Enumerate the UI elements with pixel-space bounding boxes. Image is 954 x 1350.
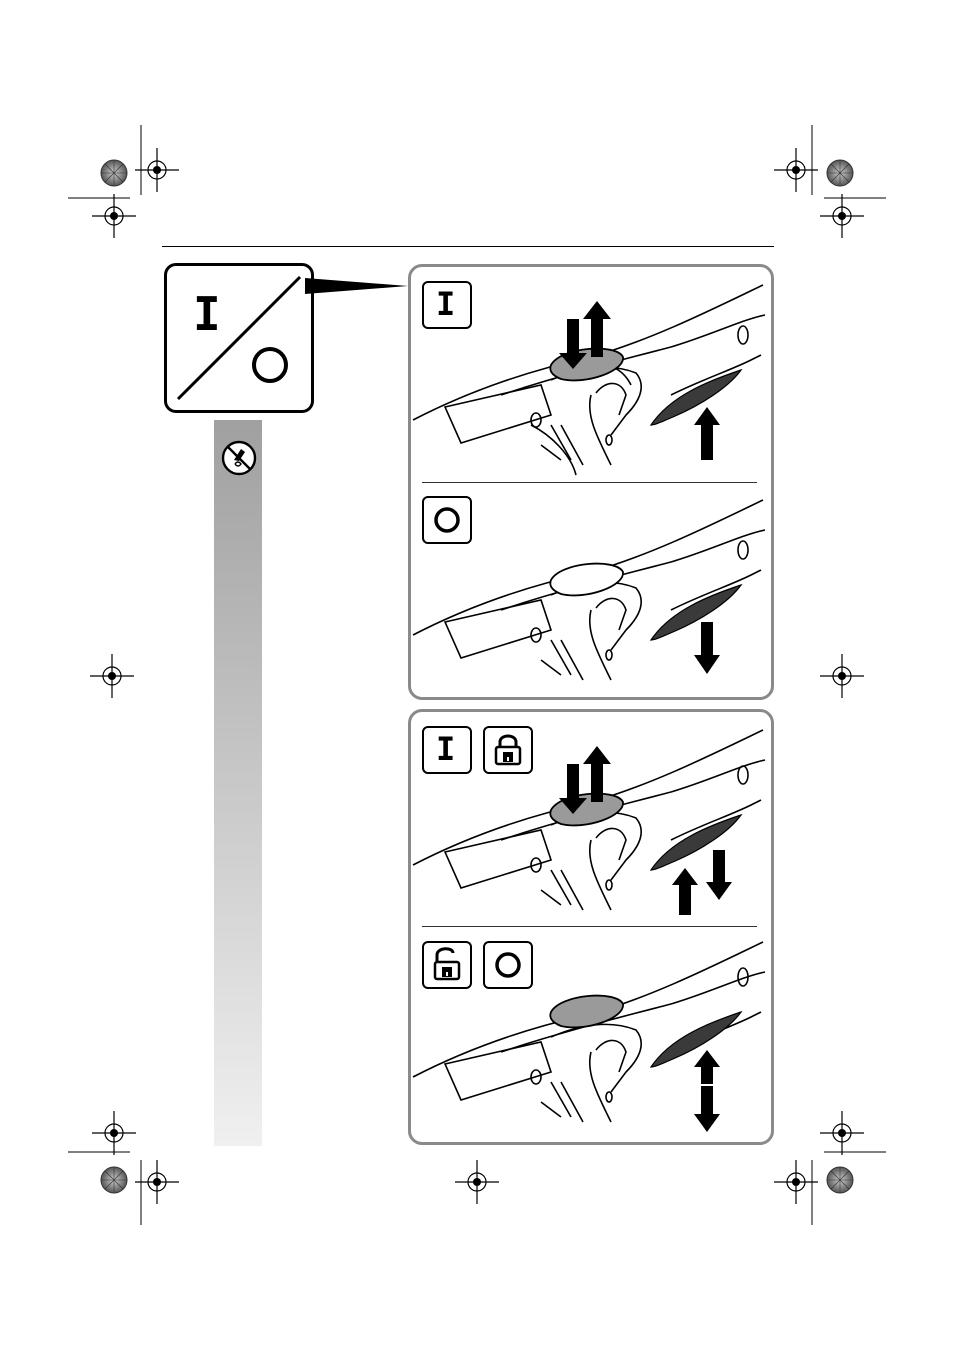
no-water-icon [221,440,257,476]
registration-mark-icon [92,1111,136,1155]
tool-illustration-off [411,490,767,694]
registration-mark-icon [774,148,818,192]
color-target-icon [827,1167,853,1193]
trigger [651,815,741,870]
trigger [651,1012,741,1067]
registration-mark-icon [135,148,179,192]
registration-mark-icon [455,1160,499,1204]
registration-mark-icon [92,194,136,238]
color-target-icon [101,1167,127,1193]
trigger [651,585,741,640]
registration-mark-icon [774,1160,818,1204]
registration-mark-icon [135,1160,179,1204]
up-arrow-icon [672,868,698,915]
on-symbol-text: I [193,287,221,341]
callout-pointer [305,270,415,305]
registration-mark-icon [90,654,134,698]
color-target-icon [101,160,127,186]
registration-mark-icon [820,194,864,238]
registration-mark-icon [820,654,864,698]
down-arrow-icon [694,1086,720,1132]
trigger [651,370,741,425]
switch-button [550,564,623,596]
switch-button [550,996,623,1028]
down-arrow-icon [694,622,720,674]
down-arrow-icon [706,850,732,900]
tool-illustration-on [411,275,767,483]
tool-illustration-unlock [411,932,767,1136]
up-arrow-icon [694,407,720,460]
color-target-icon [827,160,853,186]
tool-illustration-lock [411,720,767,928]
side-gradient-bar [214,420,262,1146]
up-arrow-icon [694,1050,720,1084]
off-symbol-icon [254,349,286,381]
on-off-symbol: I [164,263,314,413]
registration-mark-icon [820,1111,864,1155]
